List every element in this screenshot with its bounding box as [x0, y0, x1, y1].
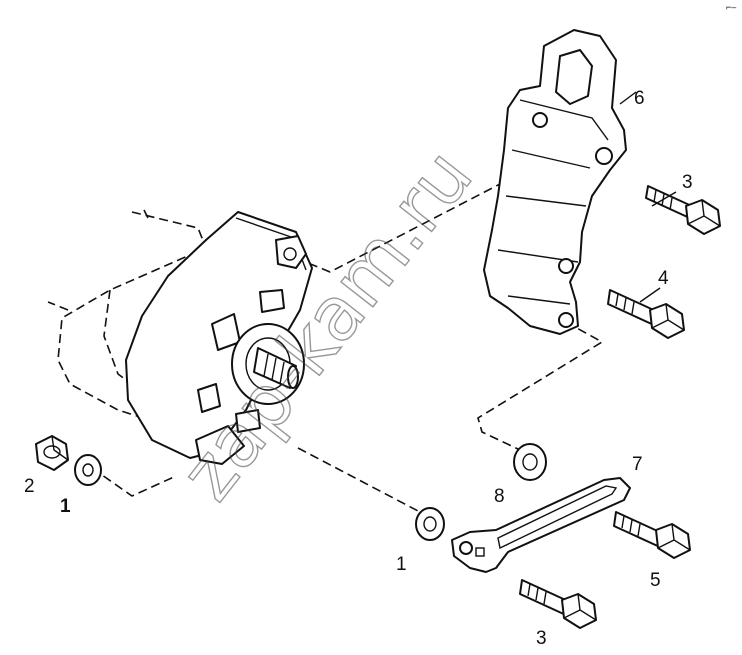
callout-1-left: 1 — [60, 496, 71, 517]
bracket-part-6 — [483, 29, 627, 335]
adjusting-strap-part-7 — [451, 477, 631, 573]
corner-mark: ⌐– — [726, 2, 736, 12]
bolt-part-3-bottom — [519, 579, 597, 629]
alternator-vent-slot — [235, 409, 261, 433]
nut-part-2 — [35, 435, 69, 471]
alternator-vent-slot — [197, 383, 221, 413]
bolt-part-5 — [613, 511, 691, 559]
bolt-part-4 — [607, 289, 685, 339]
callout-3-bottom: 3 — [536, 628, 547, 649]
washer-part-1-left — [74, 454, 102, 486]
callout-2: 2 — [24, 476, 35, 497]
washer-part-1-middle — [415, 507, 445, 541]
callout-5: 5 — [650, 570, 661, 591]
callout-6: 6 — [634, 88, 645, 109]
callout-4: 4 — [658, 268, 669, 289]
callout-1-middle: 1 — [396, 554, 407, 575]
callout-3-top: 3 — [682, 172, 693, 193]
alternator-bottom-lug — [195, 425, 245, 465]
bolt-part-3-top — [645, 185, 721, 235]
alternator-top-lug — [275, 235, 307, 269]
callout-8: 8 — [494, 486, 505, 507]
spacer-part-8 — [513, 443, 547, 481]
callout-leaders — [619, 91, 677, 303]
assembly-dashed-lines — [91, 183, 604, 513]
alternator — [47, 209, 313, 465]
alternator-shaft — [253, 347, 297, 389]
alternator-vent-slot — [259, 289, 285, 313]
callout-7: 7 — [632, 454, 643, 475]
